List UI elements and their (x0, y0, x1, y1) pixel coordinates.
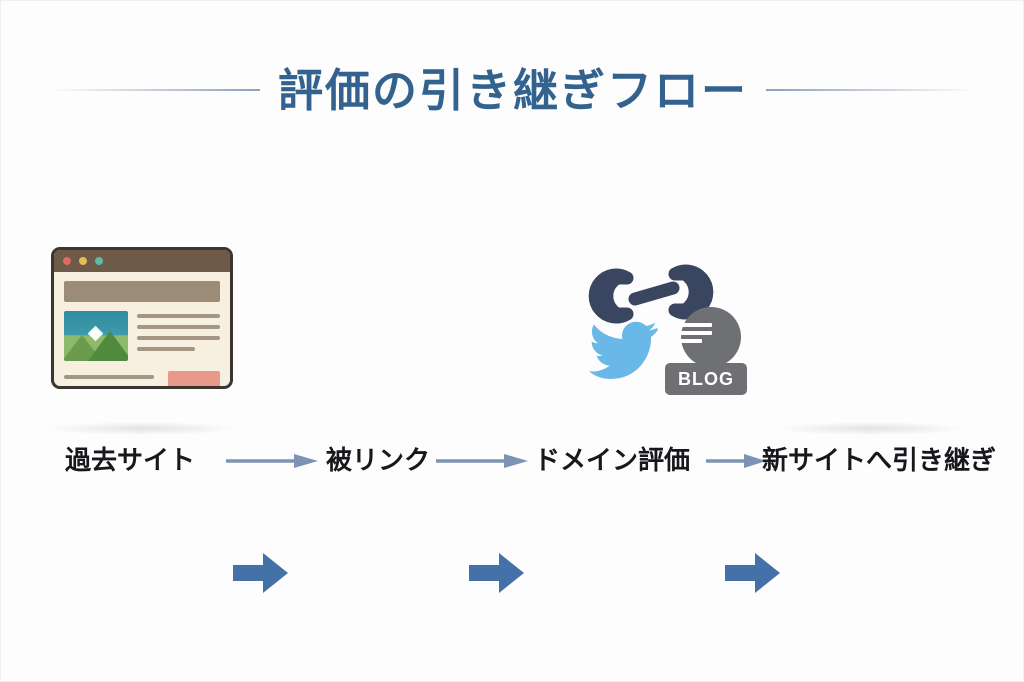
browser-window-old-icon (51, 247, 233, 389)
traffic-light-red-icon (63, 257, 71, 265)
content-text-lines (137, 311, 220, 361)
icon-shadow (47, 422, 237, 435)
flow-step-icon-domain-evaluation (515, 239, 735, 429)
content-footer-lines (64, 371, 158, 386)
flow-label-row: 過去サイト 被リンク ドメイン評価 新サイトへ引き継ぎ (1, 439, 1024, 483)
flow-label-backlinks: 被リンク (326, 446, 431, 476)
flow-label-new-site: 新サイトへ引き継ぎ (762, 446, 997, 476)
twitter-bird-icon (589, 321, 658, 379)
flow-step-icon-old-site (1, 239, 283, 435)
browser-titlebar-old (54, 250, 230, 272)
blog-label: BLOG (665, 363, 747, 395)
flow-step-icon-backlinks: BLOG (289, 239, 747, 429)
flow-icon-row: BLOG (1, 239, 1024, 593)
label-arrow-1-icon (226, 454, 318, 468)
content-image-placeholder (64, 311, 128, 361)
flow-step-icon-new-site (771, 239, 991, 435)
flow-label-old-site: 過去サイト (65, 446, 196, 476)
traffic-light-yellow-icon (79, 257, 87, 265)
label-arrow-2-icon (436, 454, 528, 468)
flow-arrow-2-icon (469, 553, 524, 593)
title-row: 評価の引き継ぎフロー (1, 59, 1024, 121)
content-header-bar (64, 281, 220, 302)
content-accent-box (168, 371, 220, 386)
flow-arrow-1-icon (233, 553, 288, 593)
traffic-light-green-icon (95, 257, 103, 265)
title-rule-right (766, 89, 971, 91)
label-arrow-3-icon (706, 454, 766, 468)
flow-arrow-3-icon (725, 553, 780, 593)
chain-link-icon (588, 264, 714, 324)
browser-content-old (54, 272, 230, 386)
flow-label-domain-evaluation: ドメイン評価 (534, 446, 691, 476)
title-rule-left (54, 89, 260, 91)
page-title: 評価の引き継ぎフロー (277, 63, 748, 117)
icon-shadow (776, 422, 966, 435)
